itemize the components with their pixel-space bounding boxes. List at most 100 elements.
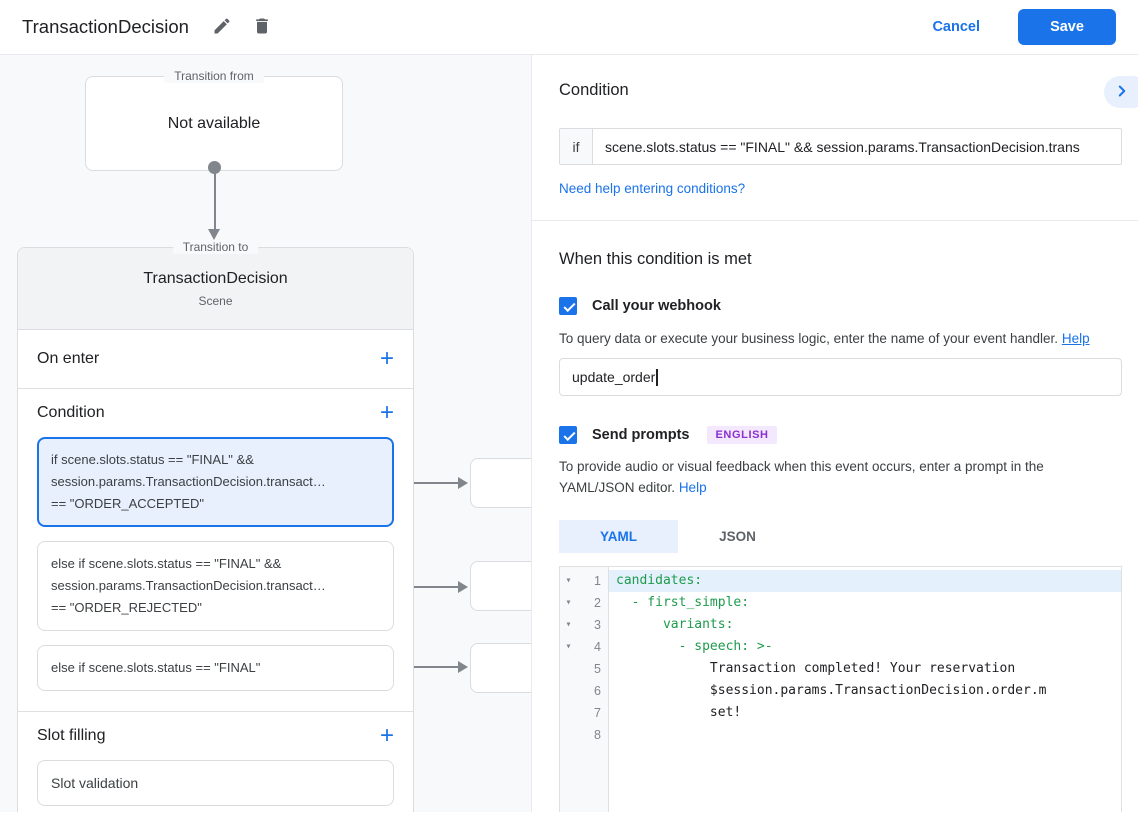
add-slot-button[interactable]: + [379,722,394,749]
edit-scene-button[interactable] [209,14,235,40]
code-line[interactable]: set! [609,702,1121,724]
prompts-help-link[interactable]: Help [678,480,707,495]
line-number: 5 [594,662,601,676]
arrow-right-icon [458,477,468,489]
connector-dot [208,161,221,174]
yaml-code-editor[interactable]: 1 2 3 4 5 6 7 8 candidates: - first_simp… [559,566,1122,812]
code-line-text: candidates: [616,573,703,588]
code-line[interactable]: candidates: [609,570,1121,592]
webhook-helper-body: To query data or execute your business l… [559,331,1059,346]
chevron-right-icon [1113,82,1131,103]
code-line-text: variants: [616,617,734,632]
call-webhook-label: Call your webhook [592,298,721,314]
pencil-icon [212,16,232,39]
scene-name: TransactionDecision [143,270,288,287]
condition-card[interactable]: else if scene.slots.status == "FINAL" &&… [37,541,394,631]
scene-type: Scene [198,294,233,308]
code-line[interactable]: - first_simple: [609,592,1121,614]
line-number: 6 [594,684,601,698]
scene-diagram-canvas: Transition from Not available Transition… [0,55,531,812]
connector-line [400,666,458,668]
tab-json[interactable]: JSON [678,520,797,553]
scene-card-header: TransactionDecision Scene [18,248,413,330]
delete-scene-button[interactable] [249,14,275,40]
transition-from-box: Transition from Not available [85,69,343,171]
slot-filling-label: Slot filling [37,727,106,744]
tab-yaml[interactable]: YAML [559,520,678,553]
fold-arrow-icon[interactable] [560,570,577,592]
send-prompts-checkbox[interactable] [559,426,577,444]
transition-target-box[interactable] [470,643,531,693]
fold-arrow-icon[interactable] [560,614,577,636]
code-line-text: - first_simple: [616,595,750,610]
condition-card[interactable]: if scene.slots.status == "FINAL" && sess… [37,437,394,527]
code-line[interactable]: Transaction completed! Your reservation [609,658,1121,680]
line-number: 7 [594,706,601,720]
line-number: 4 [594,640,601,654]
on-enter-section: On enter + [18,330,413,389]
section-divider [532,220,1138,221]
code-line-text: set! [616,705,742,720]
scene-card: Transition to TransactionDecision Scene … [17,240,414,812]
arrow-right-icon [458,581,468,593]
save-button[interactable]: Save [1018,9,1116,45]
editor-code-area[interactable]: candidates: - first_simple: variants: - … [609,567,1121,812]
connector-line [400,482,458,484]
prompts-check-row: Send prompts ENGLISH [559,426,1122,444]
send-prompts-label: Send prompts [592,427,690,443]
line-number: 8 [594,728,601,742]
condition-expression-input[interactable]: scene.slots.status == "FINAL" && session… [605,138,1080,155]
condition-edit-panel: Condition if scene.slots.status == "FINA… [531,55,1138,812]
add-condition-button[interactable]: + [379,399,394,426]
code-line[interactable] [609,724,1121,746]
webhook-helper-text: To query data or execute your business l… [559,328,1122,349]
transition-target-box[interactable] [470,561,531,611]
slot-filling-section: Slot filling + Slot validation [18,712,413,806]
on-enter-label: On enter [37,350,100,367]
cancel-button[interactable]: Cancel [932,19,980,35]
language-badge: ENGLISH [707,426,777,444]
event-handler-input[interactable]: update_order [559,358,1122,396]
prompts-helper-text: To provide audio or visual feedback when… [559,456,1122,498]
code-line[interactable]: $session.params.TransactionDecision.orde… [609,680,1121,702]
arrow-down-icon [208,229,220,240]
conditions-help-link[interactable]: Need help entering conditions? [559,181,746,196]
transition-from-label: Transition from [164,69,264,83]
collapse-panel-button[interactable] [1104,76,1138,108]
line-number: 1 [594,574,601,588]
line-number: 3 [594,618,601,632]
code-line[interactable]: variants: [609,614,1121,636]
connector-line [400,586,458,588]
condition-section-label: Condition [37,404,105,421]
code-line[interactable]: - speech: >- [609,636,1121,658]
code-line-text: - speech: >- [616,639,773,654]
transition-from-content: Not available [167,115,261,132]
top-bar: TransactionDecision Cancel Save [0,0,1138,55]
trash-icon [252,16,272,39]
transition-to-label: Transition to [172,240,259,254]
text-cursor [656,368,658,386]
arrow-right-icon [458,661,468,673]
code-line-text: $session.params.TransactionDecision.orde… [616,683,1047,698]
slot-validation-card[interactable]: Slot validation [37,760,394,806]
code-line-text: Transaction completed! Your reservation [616,661,1016,676]
connector-line [214,173,216,229]
editor-gutter: 1 2 3 4 5 6 7 8 [560,567,609,812]
editor-format-tabs: YAML JSON [559,520,1122,553]
condition-section: Condition + if scene.slots.status == "FI… [18,389,413,712]
event-handler-value: update_order [572,369,656,385]
webhook-help-link[interactable]: Help [1061,331,1090,346]
fold-arrow-icon[interactable] [560,636,577,658]
add-on-enter-button[interactable]: + [379,345,394,372]
call-webhook-checkbox[interactable] [559,297,577,315]
when-condition-met-title: When this condition is met [559,250,752,268]
page-title: TransactionDecision [22,16,189,37]
panel-title: Condition [559,81,629,99]
line-number: 2 [594,596,601,610]
condition-expression-row: if scene.slots.status == "FINAL" && sess… [559,128,1122,165]
condition-card[interactable]: else if scene.slots.status == "FINAL" [37,645,394,691]
fold-arrow-icon[interactable] [560,592,577,614]
prompts-helper-body: To provide audio or visual feedback when… [559,459,1044,495]
transition-target-box[interactable] [470,458,531,508]
if-prefix-label: if [560,129,593,164]
